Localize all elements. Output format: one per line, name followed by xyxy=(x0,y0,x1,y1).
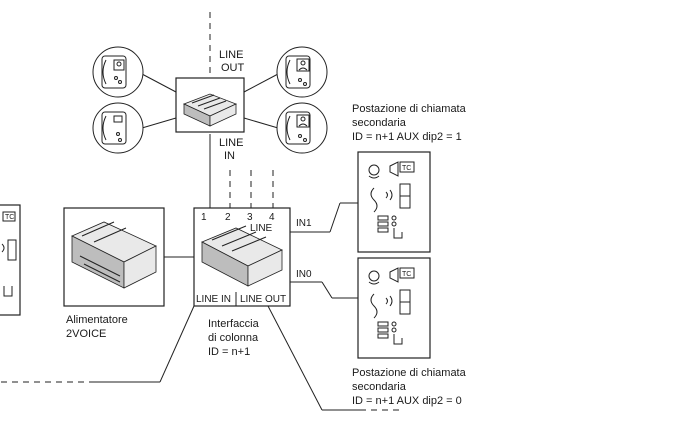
tc-badge-top: TC xyxy=(402,165,411,172)
door-station-icon: TC xyxy=(368,267,415,345)
door-station-bottom: TC xyxy=(357,257,431,359)
terminal-line-label: LINE xyxy=(250,223,273,234)
line-out-label-1: LINE xyxy=(219,49,243,61)
intercom-handset-icon xyxy=(101,111,127,145)
power-supply-label-2: 2VOICE xyxy=(66,328,106,340)
tc-badge-left: TC xyxy=(5,214,14,221)
secondary-top-label-3: ID = n+1 AUX dip2 = 1 xyxy=(352,131,462,143)
tc-badge-bottom: TC xyxy=(402,271,411,278)
indoor-unit-bottom-right xyxy=(276,102,328,154)
indoor-unit-top-left xyxy=(92,46,144,98)
secondary-bottom-label-3: ID = n+1 AUX dip2 = 0 xyxy=(352,395,462,407)
line-out-label-2: OUT xyxy=(221,62,245,74)
intercom-handset-icon xyxy=(101,55,127,89)
line-in-label-1: LINE xyxy=(219,137,243,149)
column-interface-device-icon xyxy=(201,225,283,287)
secondary-bottom-label-2: secondaria xyxy=(352,381,407,393)
indoor-unit-top-right xyxy=(276,46,328,98)
door-station-top: TC xyxy=(357,151,431,253)
terminal-4: 4 xyxy=(269,212,275,223)
door-station-left-partial: TC xyxy=(0,204,21,316)
interface-label-1: Interfaccia xyxy=(208,318,260,330)
in1-label: IN1 xyxy=(296,218,312,229)
line-out-terminal: LINE OUT xyxy=(240,294,286,305)
secondary-top-label-2: secondaria xyxy=(352,117,407,129)
line-switch-box xyxy=(175,77,245,133)
terminal-3: 3 xyxy=(247,212,253,223)
power-supply-device-icon xyxy=(71,221,157,289)
terminal-2: 2 xyxy=(225,212,231,223)
power-supply-box xyxy=(63,207,165,307)
line-in-terminal: LINE IN xyxy=(196,294,231,305)
secondary-bottom-label-1: Postazione di chiamata xyxy=(352,367,467,379)
in0-label: IN0 xyxy=(296,269,312,280)
line-in-label-2: IN xyxy=(224,150,235,162)
interface-label-2: di colonna xyxy=(208,332,259,344)
line-switch-device-icon xyxy=(182,93,238,127)
video-intercom-icon xyxy=(285,55,311,89)
column-interface-box xyxy=(193,207,291,307)
door-station-icon: TC xyxy=(368,161,415,239)
power-supply-label-1: Alimentatore xyxy=(66,314,128,326)
video-intercom-icon xyxy=(285,111,311,145)
indoor-unit-bottom-left xyxy=(92,102,144,154)
terminal-1: 1 xyxy=(201,212,207,223)
interface-label-3: ID = n+1 xyxy=(208,346,250,358)
secondary-top-label-1: Postazione di chiamata xyxy=(352,103,467,115)
